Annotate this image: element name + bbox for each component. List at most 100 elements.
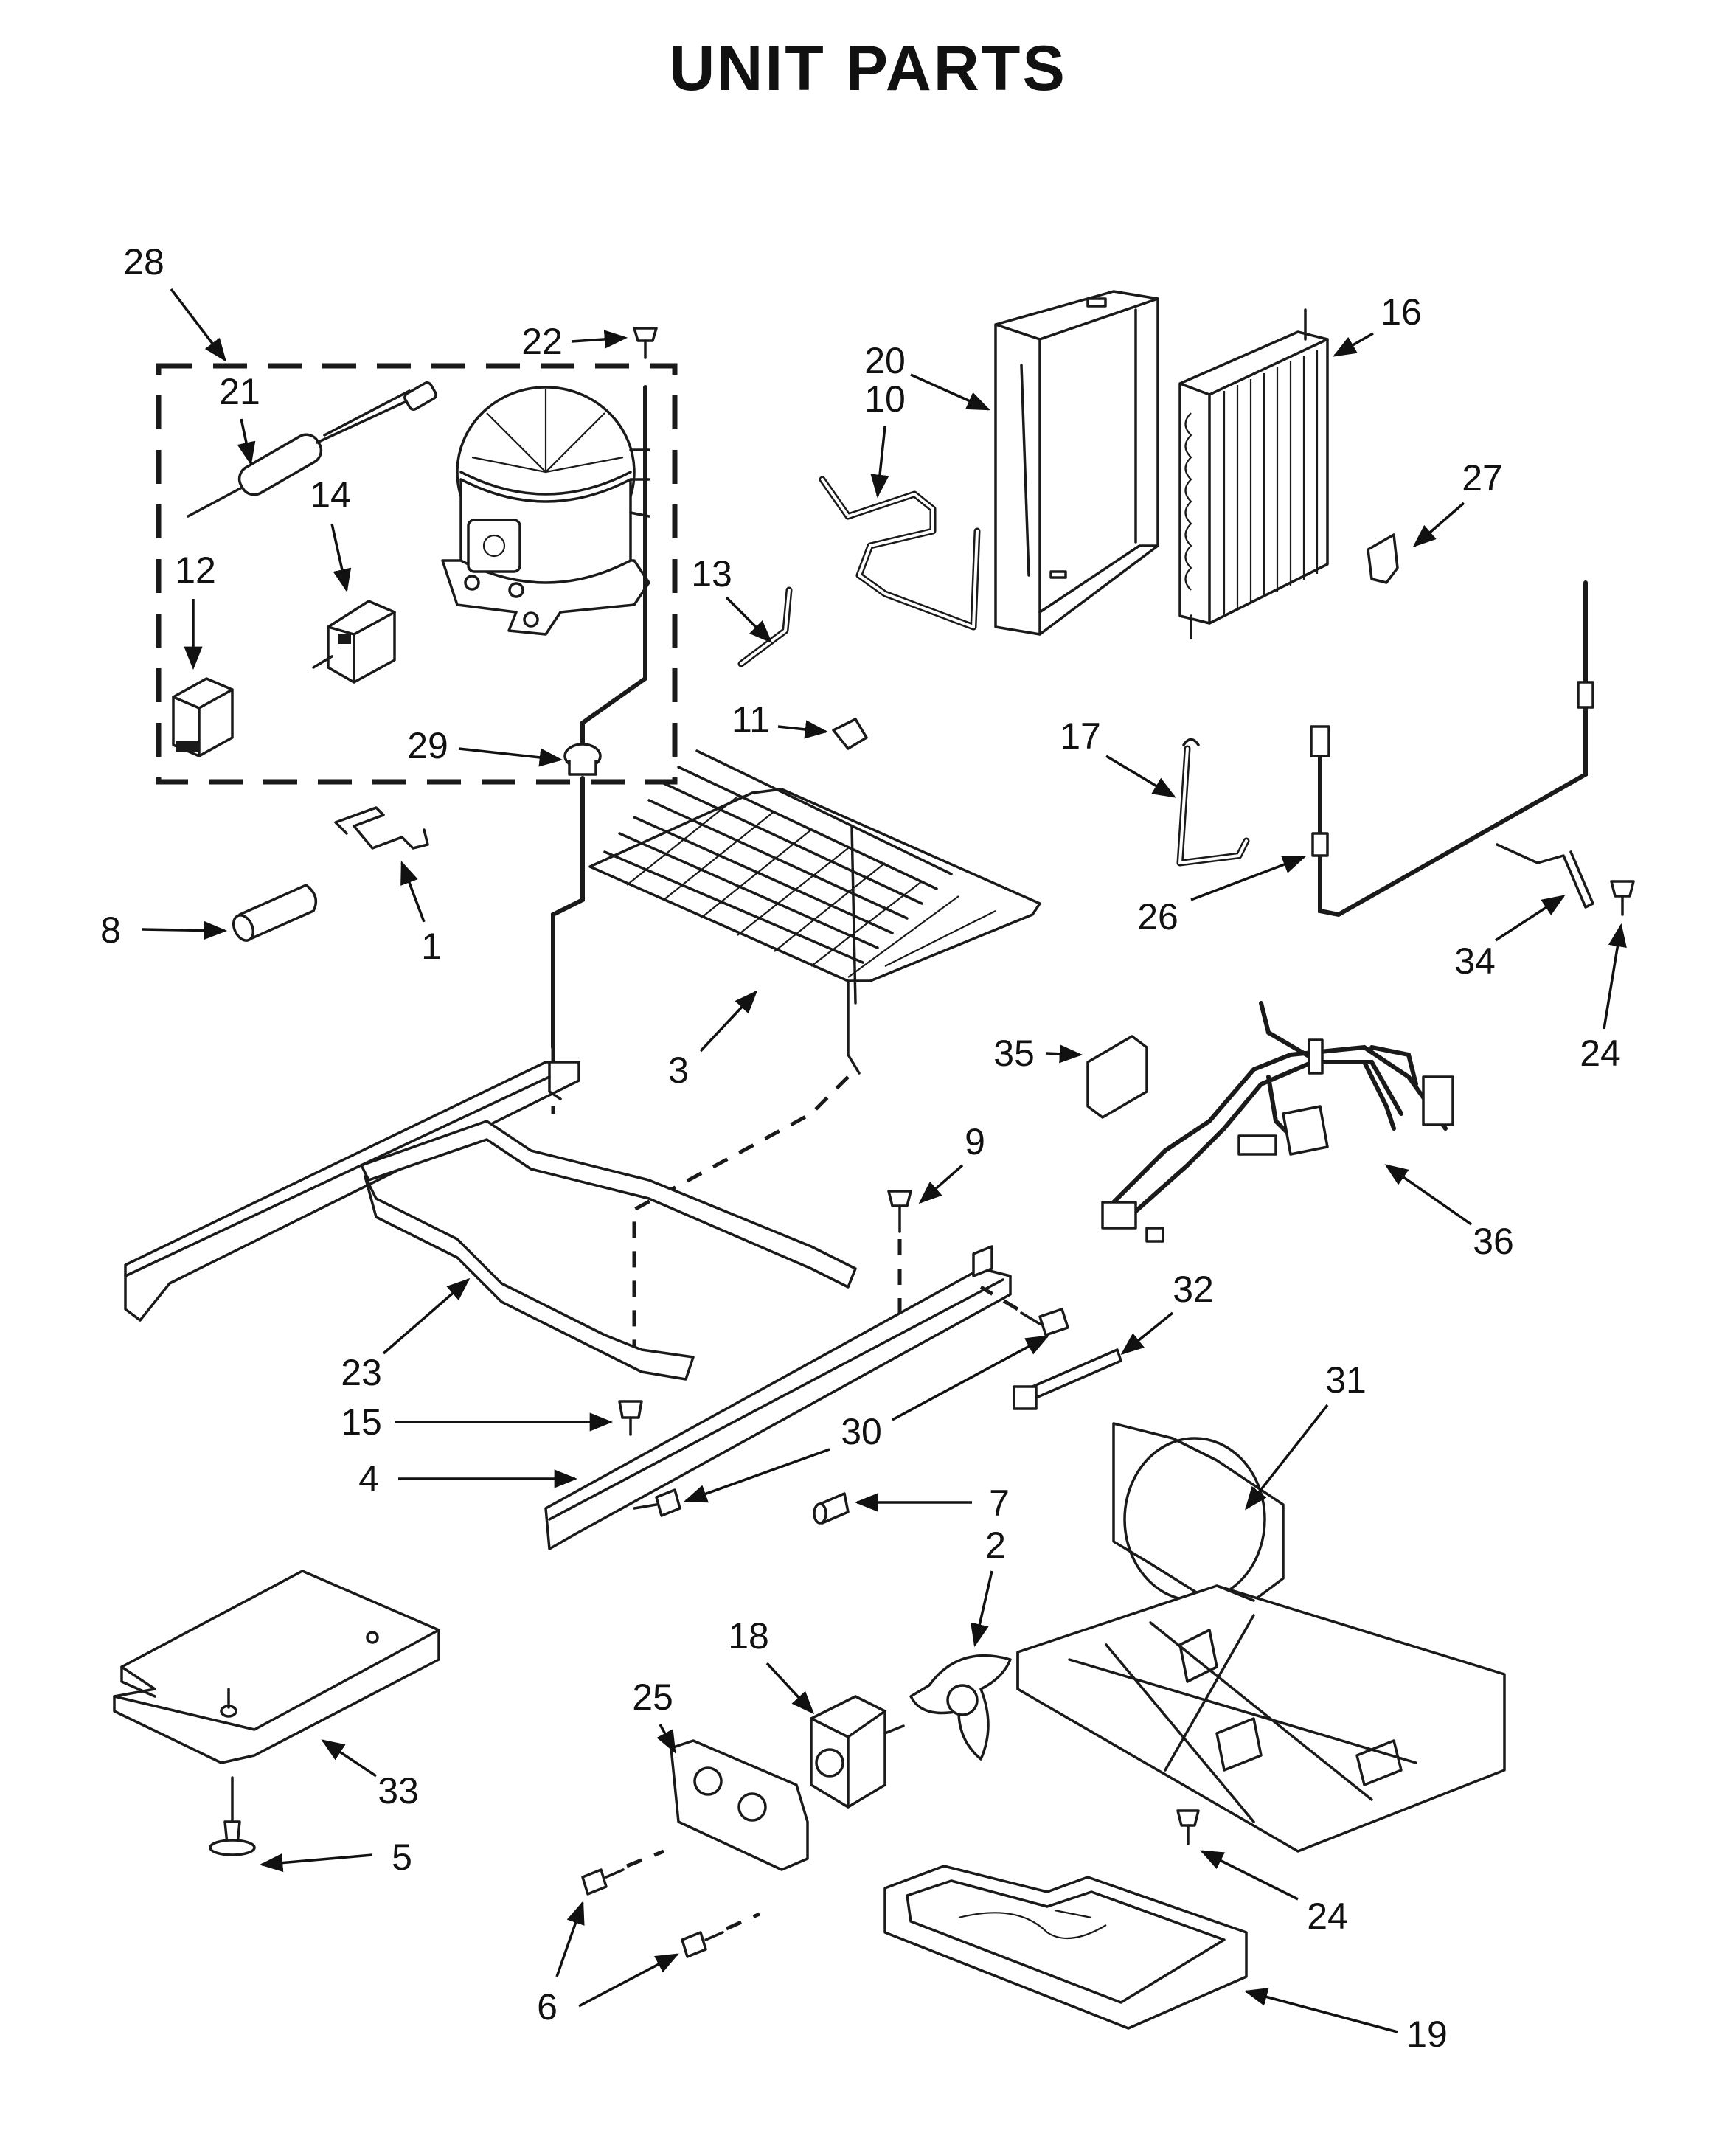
callout-5: 5: [259, 1837, 412, 1878]
callout-10: 10: [864, 378, 906, 499]
callout-6: 6: [537, 1901, 679, 2028]
callout-label: 16: [1381, 291, 1422, 333]
fitting-7: [813, 1492, 850, 1525]
cover-33: [113, 1570, 440, 1764]
callout-32: 32: [1120, 1269, 1214, 1355]
callout-label: 2: [985, 1525, 1006, 1566]
filter-drier-drawing: [187, 381, 437, 518]
leveling-foot-5: [209, 1776, 256, 1856]
clip-1: [334, 806, 429, 850]
screw-30-right: [1020, 1308, 1069, 1336]
callout-label: 6: [537, 1986, 558, 2028]
callout-label: 21: [219, 371, 260, 412]
callout-19: 19: [1243, 1988, 1448, 2055]
wire-harness-36: [1101, 1001, 1454, 1243]
callout-label: 20: [864, 340, 906, 381]
callout-label: 13: [691, 553, 732, 594]
callout-label: 29: [407, 725, 448, 766]
relay-drawing: [312, 600, 396, 684]
motor-bracket-25: [670, 1739, 809, 1871]
callout-22: 22: [521, 321, 628, 362]
callout-27: 27: [1412, 457, 1503, 548]
callout-label: 28: [123, 241, 164, 282]
screw-6-lower: [681, 1931, 724, 1958]
discharge-line: [551, 776, 585, 1050]
callout-24-upper: 24: [1580, 923, 1627, 1074]
callout-26: 26: [1137, 856, 1306, 937]
frame-rails-23: [124, 1061, 857, 1381]
callout-25: 25: [632, 1676, 676, 1754]
callout-label: 32: [1173, 1269, 1214, 1310]
callout-label: 34: [1454, 940, 1496, 982]
callout-15: 15: [341, 1401, 614, 1443]
callout-12: 12: [175, 549, 216, 670]
callout-24-lower: 24: [1200, 1850, 1348, 1937]
drain-pan-19: [883, 1865, 1248, 2030]
grommet-drawing: [563, 743, 602, 776]
callout-label: 24: [1307, 1896, 1348, 1937]
callout-label: 11: [732, 699, 770, 741]
callout-label: 8: [100, 909, 121, 951]
compressor-assembly-outline: [156, 363, 678, 785]
callout-label: 14: [310, 474, 351, 516]
clip-11: [832, 718, 868, 750]
evaporator-drawing: [1178, 308, 1329, 639]
callout-3: 3: [668, 990, 758, 1091]
callout-35: 35: [993, 1033, 1083, 1074]
callout-label: 15: [341, 1401, 382, 1443]
callout-label: 4: [358, 1458, 379, 1499]
callout-13: 13: [691, 553, 773, 644]
callout-label: 36: [1473, 1221, 1514, 1262]
clip-27: [1367, 533, 1399, 584]
fan-blade-2: [909, 1654, 1012, 1761]
screw-9: [887, 1190, 912, 1233]
callout-label: 12: [175, 549, 216, 591]
capacitor-drawing: [172, 677, 234, 757]
callout-label: 5: [392, 1837, 412, 1878]
callout-label: 1: [421, 926, 442, 967]
tube-13: [737, 586, 793, 667]
callout-28: 28: [123, 241, 226, 362]
screw-6-upper: [581, 1868, 625, 1896]
screw-24-upper: [1610, 880, 1635, 916]
screw-22: [633, 327, 658, 359]
front-rail-4: [544, 1245, 1012, 1550]
callout-36: 36: [1384, 1164, 1514, 1262]
callout-label: 9: [965, 1121, 985, 1162]
callout-label: 31: [1325, 1359, 1367, 1401]
callout-1: 1: [400, 861, 442, 967]
callout-label: 17: [1060, 715, 1101, 757]
callout-14: 14: [310, 474, 352, 593]
callout-4: 4: [358, 1458, 578, 1499]
thermistor-harness-26: [1310, 580, 1594, 918]
callout-30: 30: [684, 1335, 1049, 1503]
callout-34: 34: [1454, 895, 1566, 982]
callout-label: 27: [1462, 457, 1503, 499]
suction-tube: [580, 385, 647, 747]
cable-tie-32: [1013, 1348, 1122, 1410]
callout-8: 8: [100, 909, 228, 951]
compressor-drawing: [441, 386, 650, 636]
fan-motor-18: [810, 1695, 905, 1809]
callout-label: 18: [728, 1615, 769, 1657]
callout-29: 29: [407, 725, 563, 767]
evaporator-cover-drawing: [994, 290, 1159, 636]
callout-label: 26: [1137, 896, 1178, 937]
page-title: UNIT PARTS: [669, 33, 1067, 104]
callout-21: 21: [219, 371, 260, 466]
callout-23: 23: [341, 1277, 471, 1393]
callout-16: 16: [1333, 291, 1422, 357]
callout-label: 25: [632, 1676, 673, 1718]
tube-8: [232, 884, 318, 942]
screw-30-left: [633, 1488, 681, 1517]
callout-33: 33: [321, 1739, 419, 1811]
screw-15: [618, 1400, 643, 1436]
callout-label: 35: [993, 1033, 1035, 1074]
tube-17: [1176, 738, 1250, 867]
callout-label: 3: [668, 1050, 689, 1091]
callout-label: 24: [1580, 1033, 1621, 1074]
callout-18: 18: [728, 1615, 815, 1715]
callout-label: 23: [341, 1352, 382, 1393]
control-board-35: [1086, 1035, 1148, 1119]
